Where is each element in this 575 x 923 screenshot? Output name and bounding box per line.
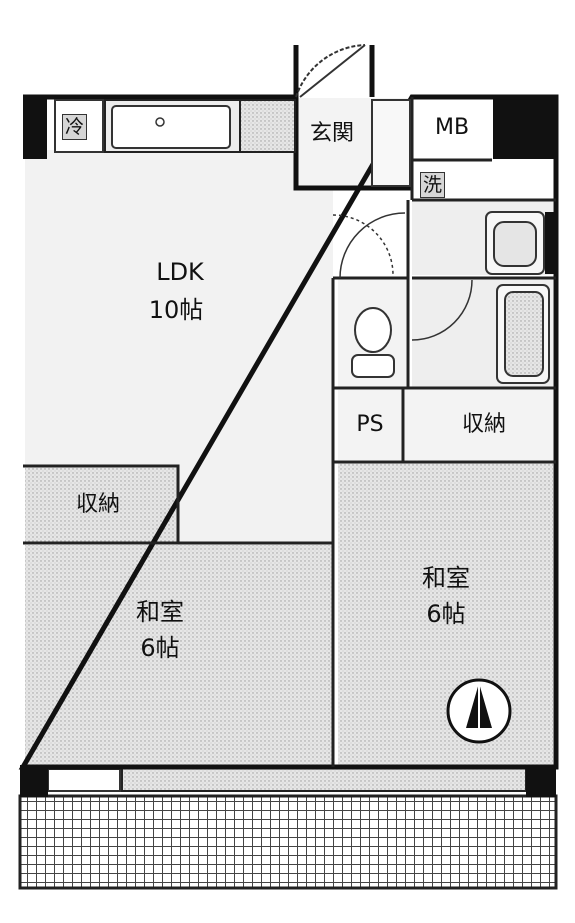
genkan-name: 玄関 [309, 121, 355, 146]
mb-name: MB [434, 115, 470, 140]
bathtub-inner [504, 291, 544, 377]
ps-name: PS [356, 412, 384, 437]
bath-door-swing [411, 279, 473, 341]
storage-upper-name: 収納 [461, 412, 507, 437]
washitsu-left-size: 6帖 [140, 634, 180, 662]
balcony [18, 794, 558, 890]
storage-upper-floor [405, 390, 553, 460]
fridge-label: 冷 [62, 114, 88, 140]
doors [332, 212, 473, 341]
ldk-door-swing [332, 214, 394, 276]
toilet-door-swing [339, 212, 406, 279]
washitsu-right-size: 6帖 [426, 600, 466, 628]
balcony-door [47, 768, 121, 792]
wall-corner-br [526, 765, 556, 797]
stove [239, 99, 296, 153]
drain [155, 117, 165, 127]
bath-fixtures [485, 211, 550, 384]
washitsu-right-name: 和室 [422, 564, 470, 592]
wall-corner-bl [20, 765, 48, 797]
storage-left-name: 収納 [75, 492, 121, 517]
sink [111, 105, 231, 149]
north-arrow-icon [446, 678, 512, 744]
kitchen-counter [54, 99, 296, 153]
storage-left-floor [25, 468, 177, 542]
wall-storage-left [23, 464, 333, 545]
ps-floor [338, 390, 403, 460]
ldk-floor [25, 150, 333, 470]
ldk-size: 10帖 [148, 296, 204, 324]
wall-toilet [333, 200, 410, 388]
door-swing [295, 44, 366, 98]
toilet-tank [351, 354, 395, 378]
ldk-lower-floor [178, 465, 333, 545]
wall-mb [410, 97, 492, 200]
washitsu-right-floor [338, 463, 553, 767]
inner-walls [23, 97, 556, 767]
washer-label: 洗 [420, 172, 446, 198]
wash-basin-inner [493, 221, 537, 267]
entry-door [295, 44, 411, 187]
ldk-name: LDK [156, 258, 204, 286]
wall-block-tl [23, 97, 47, 159]
toilet-bowl [354, 307, 392, 353]
shoe-box [371, 99, 411, 187]
door-leaf [299, 44, 366, 98]
washitsu-left-name: 和室 [136, 598, 184, 626]
toilet [351, 307, 395, 378]
wall-block-bath [545, 212, 556, 274]
wall-block-tr [493, 97, 556, 159]
washitsu-left-floor [25, 545, 333, 767]
wall-bath [333, 276, 556, 390]
window-sill [121, 766, 527, 792]
